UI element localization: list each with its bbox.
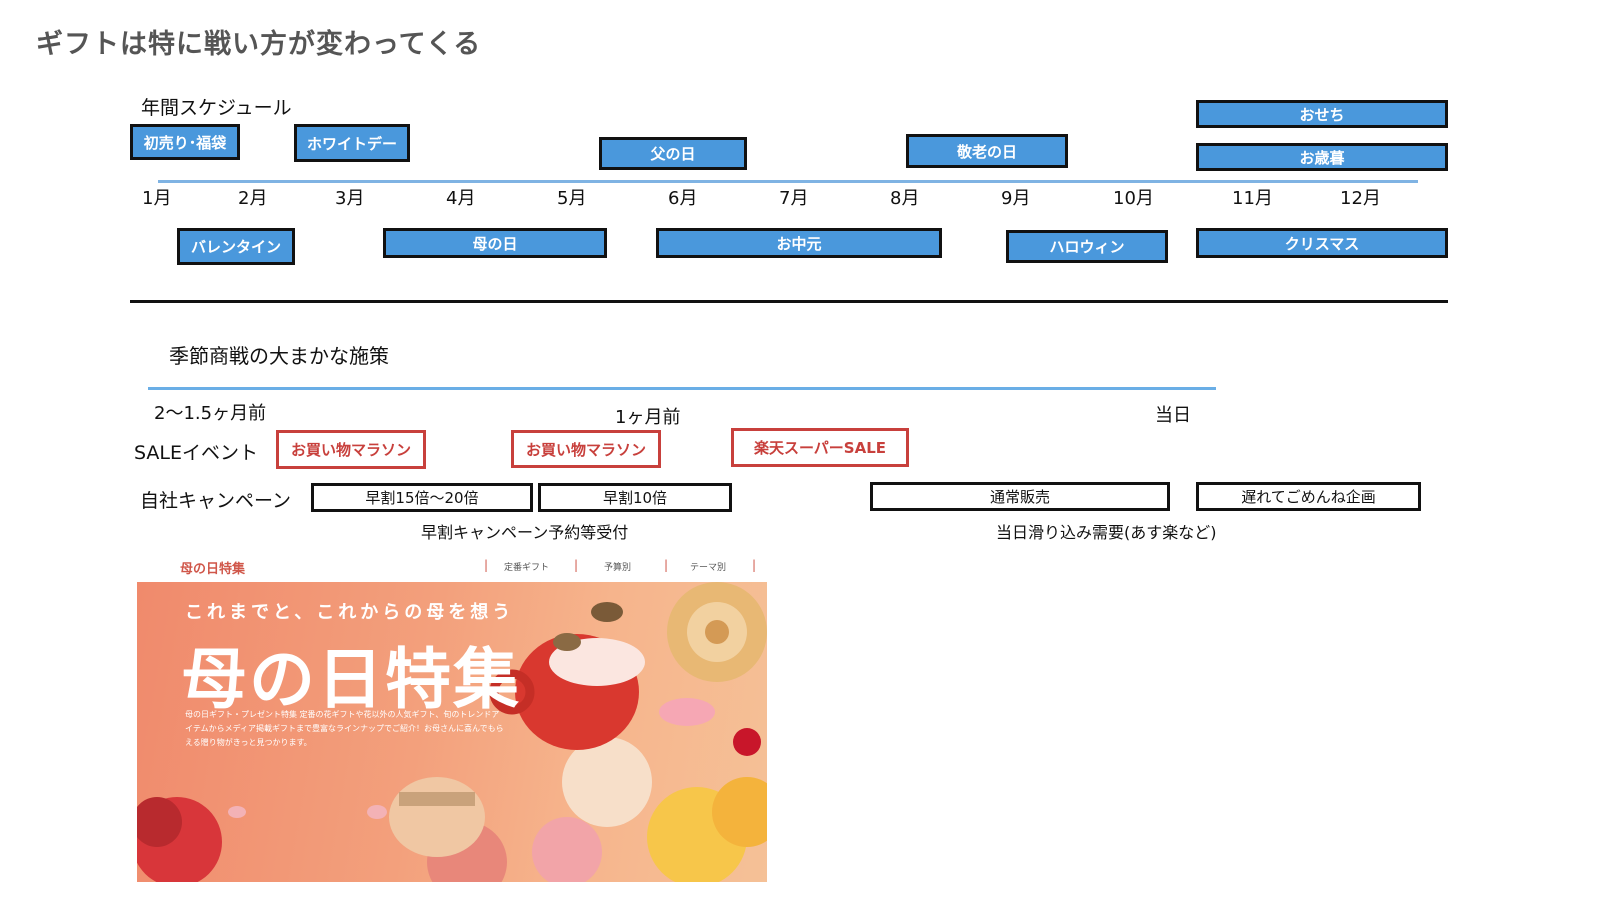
- strategy-title: 季節商戦の大まかな施策: [169, 344, 389, 368]
- event-mothers-day: 母の日: [383, 228, 607, 258]
- sale-event: お買い物マラソン: [511, 430, 661, 468]
- nut-icon: [591, 602, 623, 622]
- phase-label: 2〜1.5ヶ月前: [154, 403, 267, 424]
- event-valentine: バレンタイン: [177, 228, 295, 265]
- campaign-row-label: 自社キャンペーン: [140, 490, 292, 512]
- month-label: 3月: [335, 188, 365, 209]
- month-label: 5月: [557, 188, 587, 209]
- campaign-box: 早割10倍: [538, 483, 732, 512]
- campaign-note: 早割キャンペーン予約等受付: [421, 523, 629, 542]
- banner-nav-item[interactable]: テーマ別: [690, 563, 727, 573]
- banner-illustration: [137, 582, 767, 882]
- campaign-box: 通常販売: [870, 482, 1170, 511]
- slide-title: ギフトは特に戦い方が変わってくる: [36, 29, 482, 60]
- event-white-day: ホワイトデー: [294, 124, 410, 162]
- month-label: 10月: [1113, 188, 1154, 209]
- phase-label: 1ヶ月前: [615, 407, 681, 428]
- banner-subtitle: これまでと、これからの母を想う: [185, 602, 515, 623]
- banner-nav-item[interactable]: 予算別: [604, 563, 632, 573]
- sale-row-label: SALEイベント: [134, 442, 259, 464]
- banner-title: 母の日特集: [181, 641, 521, 718]
- section-divider: [130, 300, 1448, 303]
- nav-separator: |: [752, 558, 757, 572]
- sale-event: 楽天スーパーSALE: [731, 428, 909, 467]
- event-ochugen: お中元: [656, 228, 942, 258]
- month-label: 9月: [1001, 188, 1031, 209]
- campaign-box: 遅れてごめんね企画: [1196, 482, 1421, 511]
- white-rose-icon: [562, 737, 652, 827]
- mothers-day-banner: これまでと、これからの母を想う 母の日特集 母の日ギフト・プレゼント特集 定番の…: [137, 582, 767, 882]
- month-label: 1月: [142, 188, 172, 209]
- cherry-icon: [733, 728, 761, 756]
- sale-event: お買い物マラソン: [276, 430, 426, 469]
- event-osechi: おせち: [1196, 100, 1448, 128]
- petal-icon: [659, 698, 715, 726]
- phase-label: 当日: [1155, 405, 1191, 426]
- banner-header: 母の日特集: [180, 562, 246, 577]
- event-christmas: クリスマス: [1196, 228, 1448, 258]
- campaign-note: 当日滑り込み需要(あす楽など): [996, 523, 1217, 542]
- jar-icon: [389, 777, 485, 857]
- event-keirou: 敬老の日: [906, 134, 1068, 168]
- month-label: 7月: [779, 188, 809, 209]
- month-label: 4月: [446, 188, 476, 209]
- month-label: 2月: [238, 188, 268, 209]
- banner-nav-item[interactable]: 定番ギフト: [504, 563, 550, 573]
- month-label: 6月: [668, 188, 698, 209]
- nav-separator: |: [574, 558, 579, 572]
- schedule-title: 年間スケジュール: [141, 97, 292, 119]
- event-oseibo: お歳暮: [1196, 143, 1448, 171]
- campaign-box: 早割15倍〜20倍: [311, 483, 533, 512]
- event-hatsuuri: 初売り･福袋: [130, 124, 240, 160]
- month-timeline: [158, 180, 1418, 183]
- nav-separator: |: [664, 558, 669, 572]
- month-label: 11月: [1232, 188, 1273, 209]
- banner-description: 母の日ギフト・プレゼント特集 定番の花ギフトや花以外の人気ギフト、旬のトレンドア…: [185, 710, 504, 747]
- nav-separator: |: [484, 558, 489, 572]
- event-halloween: ハロウィン: [1006, 230, 1168, 263]
- month-label: 8月: [890, 188, 920, 209]
- month-label: 12月: [1340, 188, 1381, 209]
- phase-timeline: [148, 387, 1216, 390]
- event-fathers-day: 父の日: [599, 137, 747, 170]
